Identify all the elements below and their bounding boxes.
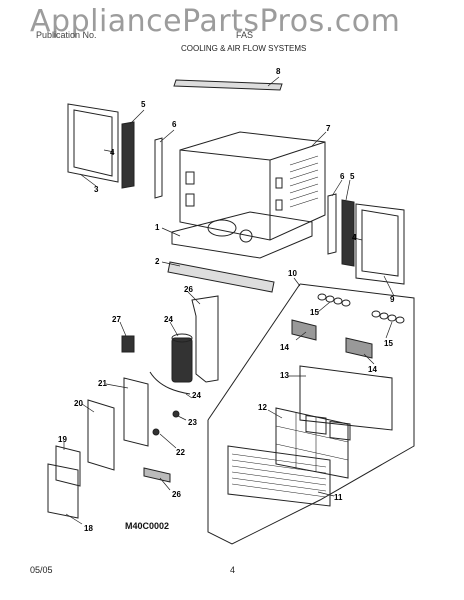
part-23-harness: [149, 371, 191, 395]
part-10-front-assembly-outline: [207, 283, 415, 545]
callout-23: 24: [192, 391, 201, 400]
part-19-electronic-panel: [87, 399, 115, 471]
callout-6-right: 6: [340, 172, 345, 181]
callout-2: 2: [155, 257, 160, 266]
footer-page-number: 4: [230, 565, 236, 575]
callout-10: 10: [288, 269, 297, 278]
part-1-base-pan: [171, 211, 313, 259]
part-2-bottom-rail: [167, 261, 275, 293]
callout-4-left: 4: [110, 148, 115, 157]
part-18-keypad: [55, 445, 81, 487]
callout-20: 21: [98, 379, 107, 388]
callout-24: 24: [164, 315, 173, 324]
part-21-thermistor: [152, 428, 160, 436]
callout-15-right: 15: [384, 339, 393, 348]
callout-11: 11: [334, 493, 343, 502]
publication-label: Publication No.: [36, 30, 97, 40]
callout-22: 23: [188, 418, 197, 427]
part-7-cabinet: [179, 131, 326, 241]
part-5-right-seal: [341, 199, 355, 267]
callout-25: 26: [184, 285, 193, 294]
part-20-control-board: [123, 377, 149, 447]
callout-8: 8: [276, 67, 281, 76]
callout-3: 3: [94, 185, 99, 194]
part-27-relay: [121, 335, 135, 353]
part-6-left-strip: [154, 137, 163, 199]
section-title: COOLING & AIR FLOW SYSTEMS: [181, 44, 307, 53]
part-5-left-seal: [121, 121, 135, 189]
part-13-front-frame: [299, 365, 393, 441]
footer-date: 05/05: [30, 565, 53, 575]
callout-7: 7: [326, 124, 331, 133]
callout-19: 20: [74, 399, 83, 408]
part-24-capacitor: [171, 333, 193, 383]
callout-13: 13: [280, 371, 289, 380]
part-15-louvers-right: [371, 310, 405, 324]
callout-4-right: 4: [352, 233, 357, 242]
callout-18: 19: [58, 435, 67, 444]
callout-9: 9: [390, 295, 395, 304]
part-9-right-curtain-frame: [355, 203, 405, 285]
part-12-filter: [275, 407, 349, 479]
part-6-right-strip: [327, 193, 337, 255]
callout-1: 1: [155, 223, 160, 232]
callout-12: 12: [258, 403, 267, 412]
model-label: FAS: [236, 30, 254, 40]
part-14-vane-left: [291, 319, 317, 341]
callout-26: 26: [172, 490, 181, 499]
callout-5-left: 5: [141, 100, 146, 109]
part-17-control-housing: [47, 463, 79, 519]
callout-15-left: 15: [310, 308, 319, 317]
part-22-sensor: [172, 410, 180, 418]
diagram-code: M40C0002: [125, 521, 170, 531]
part-25-bracket: [191, 295, 219, 383]
part-8-top-rail: [173, 79, 283, 91]
part-14-vane-right: [345, 337, 373, 359]
callout-5-right: 5: [350, 172, 355, 181]
callout-17: 18: [84, 524, 93, 533]
callout-21: 22: [176, 448, 185, 457]
part-11-front-grille: [227, 445, 331, 507]
callout-6-left: 6: [172, 120, 177, 129]
part-3-left-curtain-frame: [67, 103, 119, 183]
callout-14-right: 14: [368, 365, 377, 374]
watermark: AppliancePartsPros.com: [30, 4, 401, 39]
callout-27: 27: [112, 315, 121, 324]
callout-14-left: 14: [280, 343, 289, 352]
leader-lines: [63, 76, 395, 525]
part-26-remote: [143, 467, 171, 483]
part-15-louvers-left: [317, 293, 351, 307]
